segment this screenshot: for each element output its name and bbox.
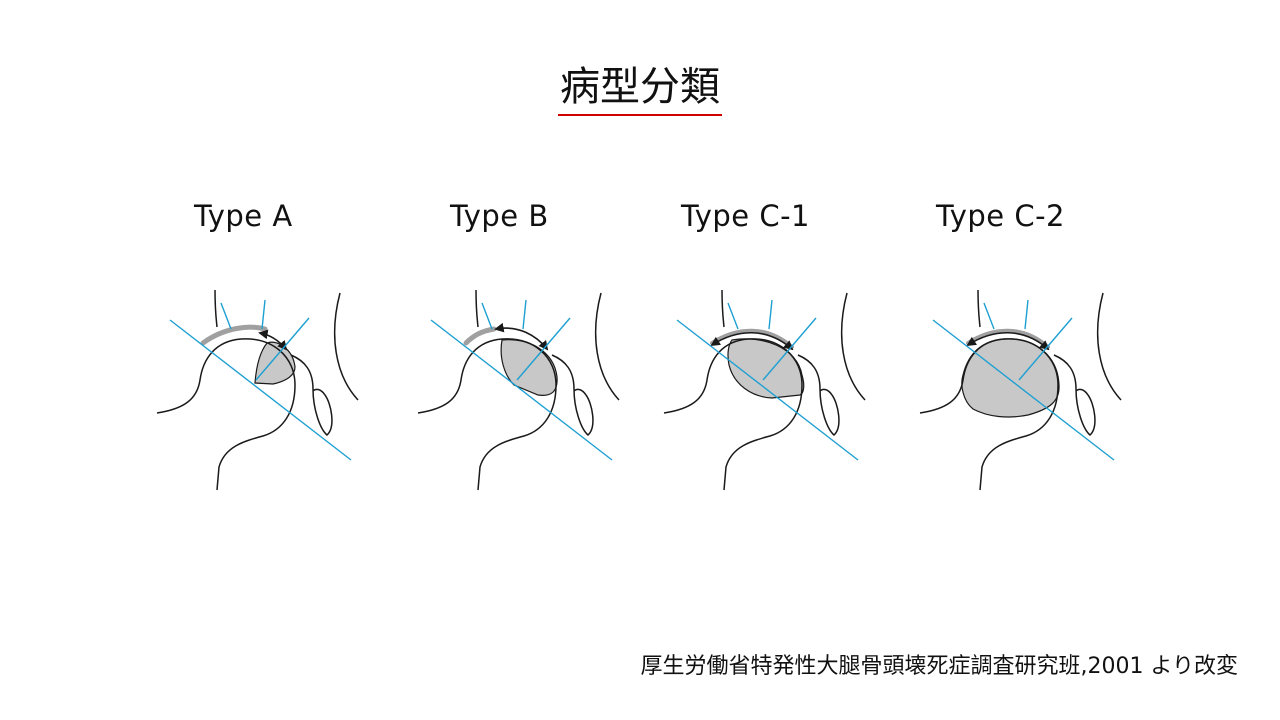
weight-bearing-arrow — [494, 322, 549, 351]
trochanter-outline — [797, 354, 840, 436]
baseline-guide — [169, 319, 352, 461]
pelvis-wall-outline — [840, 292, 866, 401]
baseline-guide — [932, 319, 1115, 461]
baseline-guide — [676, 319, 859, 461]
femoral-head-outline — [919, 338, 1059, 491]
guide-line-2 — [261, 299, 266, 330]
weight-bearing-arc — [200, 324, 268, 346]
pelvis-wall-outline — [333, 292, 359, 401]
type-b-label: Type B — [450, 199, 549, 233]
guide-line-3 — [255, 317, 310, 381]
weight-bearing-arrow — [966, 331, 1050, 351]
type-c1-diagram — [663, 289, 866, 491]
baseline-guide — [430, 319, 613, 461]
acetabulum-outline — [475, 289, 479, 328]
source-citation: 厚生労働省特発性大腿骨頭壊死症調査研究班,2001 より改変 — [640, 654, 1238, 679]
guide-line-1 — [983, 302, 995, 330]
acetabulum-outline — [721, 289, 725, 328]
guide-line-2 — [1024, 299, 1029, 330]
type-a-label: Type A — [194, 199, 293, 233]
femoral-head-outline — [663, 338, 803, 491]
guide-line-3 — [516, 317, 571, 381]
trochanter-outline — [551, 354, 594, 436]
necrotic-area — [500, 339, 558, 396]
guide-line-2 — [522, 299, 527, 330]
slide-title-text: 病型分類 — [558, 62, 722, 116]
weight-bearing-arrow — [710, 331, 794, 351]
trochanter-outline — [1053, 354, 1096, 436]
type-c2-diagram — [919, 289, 1122, 491]
type-c1-label: Type C-1 — [681, 199, 810, 233]
weight-bearing-arc — [463, 326, 497, 346]
guide-line-3 — [762, 317, 817, 381]
femoral-head-outline — [417, 338, 557, 491]
type-b-diagram — [417, 289, 620, 491]
acetabulum-outline — [214, 289, 218, 328]
trochanter-outline — [290, 354, 333, 436]
type-c2-label: Type C-2 — [936, 199, 1065, 233]
guide-line-3 — [1018, 317, 1073, 381]
guide-line-1 — [727, 302, 739, 330]
type-a-diagram — [156, 289, 359, 491]
pelvis-wall-outline — [1096, 292, 1122, 401]
guide-line-2 — [768, 299, 773, 330]
femoral-head-outline — [156, 338, 296, 491]
slide-title: 病型分類 — [0, 62, 1280, 116]
guide-line-1 — [220, 302, 232, 330]
pelvis-wall-outline — [594, 292, 620, 401]
necrotic-area — [254, 341, 296, 385]
guide-line-1 — [481, 302, 493, 330]
acetabulum-outline — [977, 289, 981, 328]
